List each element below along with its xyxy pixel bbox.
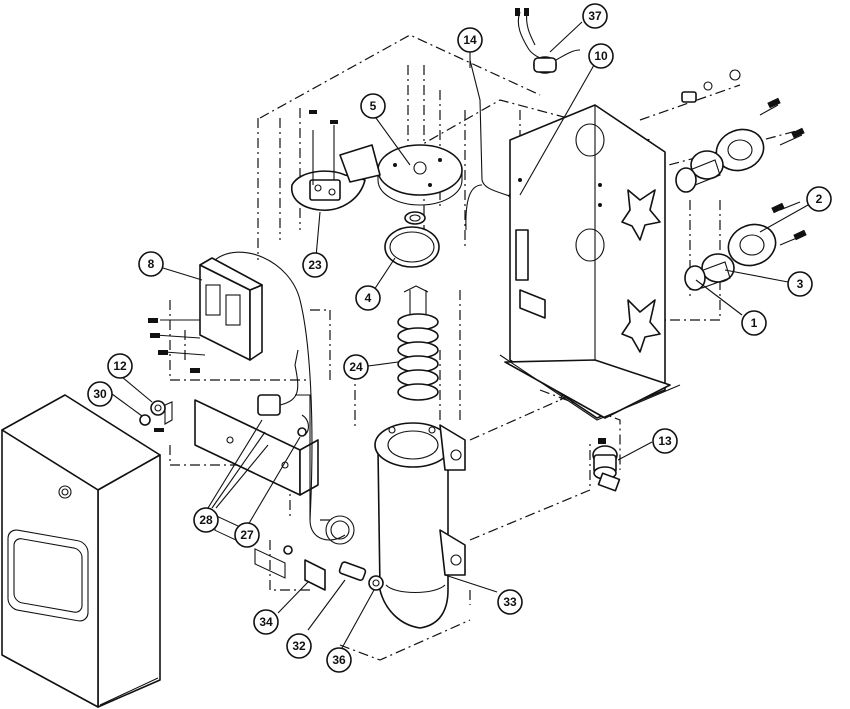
callout-27: 27: [234, 522, 260, 548]
callout-circle: [787, 271, 813, 297]
thermostat-bracket: [291, 110, 381, 211]
callout-circle: [652, 428, 678, 454]
callout-36: 36: [326, 647, 352, 673]
callout-circle: [87, 381, 113, 407]
callout-label: 5: [370, 99, 377, 113]
drain-fittings: [283, 545, 384, 591]
callout-label: 3: [797, 277, 804, 291]
callout-1: 1: [741, 310, 767, 336]
callout-circle: [741, 310, 767, 336]
callout-label: 10: [594, 49, 608, 63]
callout-label: 34: [259, 615, 273, 629]
callout-label: 37: [588, 9, 602, 23]
callout-label: 1: [751, 316, 758, 330]
limit-switch: [592, 438, 621, 492]
gasket-ring: [384, 211, 440, 268]
callout-circle: [806, 186, 832, 212]
heating-coil: [397, 285, 439, 401]
callout-label: 13: [658, 434, 672, 448]
callout-label: 23: [308, 258, 322, 272]
lower-flange-assembly: [684, 201, 807, 291]
fasteners-12-30: [139, 400, 173, 432]
callout-label: 14: [463, 33, 477, 47]
top-plate: [377, 144, 463, 206]
front-cover-panel: [1, 394, 161, 708]
callout-circle: [355, 285, 381, 311]
callout-5: 5: [360, 93, 386, 119]
callout-label: 8: [148, 257, 155, 271]
callout-label: 2: [816, 192, 823, 206]
callout-circle: [343, 354, 369, 380]
callout-circle: [497, 589, 523, 615]
callout-circle: [326, 647, 352, 673]
callout-circle: [582, 3, 608, 29]
callout-circle: [457, 27, 483, 53]
callout-37: 37: [582, 3, 608, 29]
callout-32: 32: [286, 633, 312, 659]
callout-13: 13: [652, 428, 678, 454]
callout-30: 30: [87, 381, 113, 407]
callout-3: 3: [787, 271, 813, 297]
wire-lead: [515, 8, 581, 74]
leader-lines: [111, 21, 809, 649]
heater-tank: [374, 422, 466, 629]
callout-2: 2: [806, 186, 832, 212]
callout-8: 8: [138, 251, 164, 277]
callout-label: 30: [93, 387, 107, 401]
callout-label: 33: [503, 595, 517, 609]
callout-34: 34: [253, 609, 279, 635]
callout-12: 12: [107, 353, 133, 379]
callout-33: 33: [497, 589, 523, 615]
assembly-guide-lines: [169, 34, 801, 661]
callout-24: 24: [343, 354, 369, 380]
callout-label: 12: [113, 359, 127, 373]
callout-label: 27: [240, 528, 254, 542]
callout-4: 4: [355, 285, 381, 311]
callout-circle: [588, 43, 614, 69]
callout-circle: [253, 609, 279, 635]
callout-circle: [360, 93, 386, 119]
callout-10: 10: [588, 43, 614, 69]
callout-label: 32: [292, 639, 306, 653]
callout-circle: [302, 252, 328, 278]
callout-label: 36: [332, 653, 346, 667]
callout-circle: [138, 251, 164, 277]
callout-circle: [193, 507, 219, 533]
callout-circle: [286, 633, 312, 659]
callout-14: 14: [457, 27, 483, 53]
callout-circle: [107, 353, 133, 379]
callout-label: 28: [199, 513, 213, 527]
callout-circle: [234, 522, 260, 548]
callout-23: 23: [302, 252, 328, 278]
callout-28: 28: [193, 507, 219, 533]
main-frame: [499, 104, 681, 421]
relay-block: [148, 251, 355, 545]
callout-label: 24: [349, 360, 363, 374]
upper-flange-assembly: [675, 69, 805, 193]
control-bracket: [194, 399, 319, 579]
callout-label: 4: [365, 291, 372, 305]
thermostat-switch: [257, 349, 311, 520]
